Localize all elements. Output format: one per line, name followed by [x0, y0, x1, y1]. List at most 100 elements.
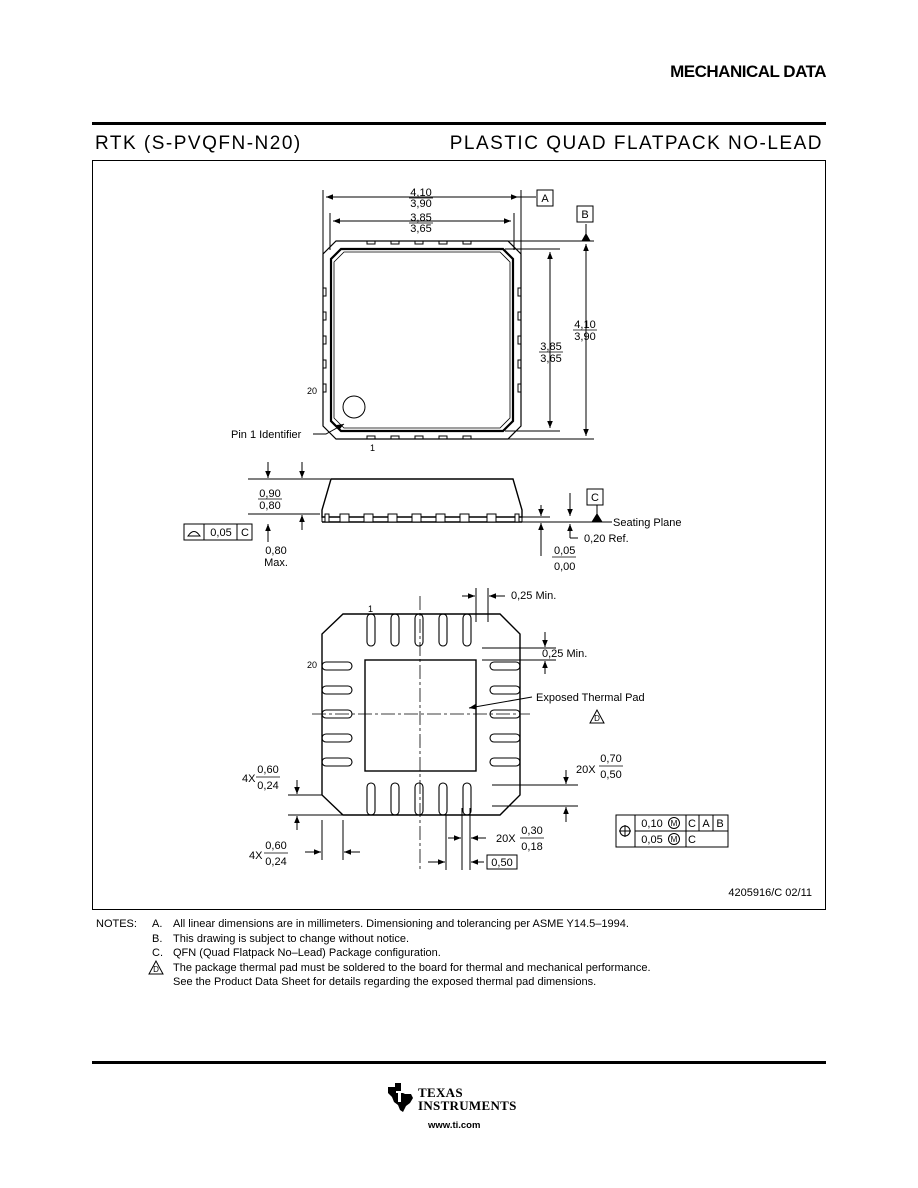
bottom-lead-top: [390, 613, 400, 647]
datum-c-label: C: [591, 492, 599, 504]
side-lead: [411, 513, 422, 523]
width-inner-max: 3,85: [410, 212, 431, 224]
logo-instruments: INSTRUMENTS: [418, 1098, 517, 1113]
logo-texas: TEXAS: [418, 1085, 463, 1100]
bottom-lead-top: [414, 613, 424, 647]
corner-v-min: 0,24: [257, 780, 278, 792]
package-description: PLASTIC QUAD FLATPACK NO-LEAD: [449, 133, 823, 154]
section-title: MECHANICAL DATA: [670, 62, 826, 81]
note-a-key: A.: [152, 918, 163, 930]
bottom-pin1-label: 1: [368, 604, 373, 614]
ti-logo: TEXAS INSTRUMENTS: [386, 1083, 516, 1118]
note-d-text: The package thermal pad must be soldered…: [173, 961, 651, 974]
right-edge-lead: [517, 383, 522, 393]
side-lead: [435, 513, 446, 523]
exposed-thermal-pad: [364, 659, 477, 772]
bottom-pin20-label: 20: [307, 660, 317, 670]
website-link[interactable]: www.ti.com: [428, 1120, 481, 1131]
side-body: [321, 478, 523, 518]
datum-a-label: A: [541, 193, 549, 205]
lead-length-max: 0,70: [600, 753, 621, 765]
right-edge-lead: [517, 335, 522, 345]
bottom-lead-right: [489, 733, 521, 743]
standoff-max: 0,05: [554, 545, 575, 557]
flatness-value: 0,05: [210, 527, 231, 539]
datum-a-box: [536, 189, 554, 207]
datum-c-box: [586, 488, 604, 506]
note-b-key: B.: [152, 932, 163, 945]
flatness-frame: [183, 523, 253, 541]
width-outer-min: 3,90: [410, 198, 431, 210]
flatness-datum: C: [241, 527, 249, 539]
seating-plane-label: Seating Plane: [613, 517, 682, 529]
right-edge-lead: [517, 311, 522, 321]
pos-tol-row2-value: 0,05: [641, 834, 662, 846]
right-edge-lead: [517, 359, 522, 369]
max-height-label: Max.: [264, 557, 288, 569]
lead-length-prefix: 20X: [576, 764, 596, 776]
left-edge-lead: [322, 383, 327, 393]
corner-v-max: 0,60: [257, 764, 278, 776]
pos-tol-row1-datum-c: C: [688, 818, 696, 830]
corner-h-min: 0,24: [265, 856, 286, 868]
pos-tol-row1-mmc: M: [671, 819, 678, 828]
bottom-lead-right: [489, 757, 521, 767]
height-outer-max: 4,10: [574, 319, 595, 331]
drawing-frame: [92, 160, 826, 910]
ref-thickness-label: 0,20 Ref.: [584, 533, 629, 545]
min-gap-side-label: 0,25 Min.: [542, 648, 587, 660]
side-lead: [486, 513, 497, 523]
bottom-lead-right: [489, 661, 521, 671]
notes-label: NOTES:: [96, 918, 137, 930]
pin1-identifier-label: Pin 1 Identifier: [231, 429, 302, 441]
bottom-lead-top: [462, 613, 472, 647]
footer-rule: [92, 1061, 826, 1064]
corner-h-prefix: 4X: [249, 850, 263, 862]
side-lead: [324, 513, 330, 523]
bottom-lead-bottom: [414, 782, 424, 816]
height-inner-min: 3,65: [540, 353, 561, 365]
height-inner-max: 3,85: [540, 341, 561, 353]
lead-width-prefix: 20X: [496, 833, 516, 845]
left-edge-lead: [322, 335, 327, 345]
flatness-symbol: [187, 531, 201, 537]
top-pin20-label: 20: [307, 386, 317, 396]
note-a-text: All linear dimensions are in millimeters…: [173, 918, 629, 930]
header-rule: [92, 122, 826, 125]
thermal-pad-label: Exposed Thermal Pad: [536, 692, 645, 704]
bottom-outline: [321, 613, 521, 816]
bottom-lead-left: [321, 757, 353, 767]
top-edge-lead: [438, 240, 448, 245]
side-lead: [339, 513, 350, 523]
top-edge-lead: [462, 240, 472, 245]
side-lead: [459, 513, 470, 523]
note-d-triangle-notes: [148, 959, 164, 975]
bottom-edge-lead: [414, 435, 424, 440]
pin1-identifier-dot: [342, 395, 366, 419]
pos-tol-row2-mmc: M: [671, 835, 678, 844]
top-inner-outline-2: [333, 251, 511, 429]
bottom-lead-bottom: [462, 782, 472, 816]
datum-b-label: B: [581, 209, 588, 221]
right-edge-lead: [517, 287, 522, 297]
notes-d-key: D: [153, 965, 159, 974]
max-height-value: 0,80: [265, 545, 286, 557]
note-d-triangle: [589, 708, 605, 724]
bottom-edge-lead: [462, 435, 472, 440]
top-pin1-label: 1: [370, 443, 375, 453]
note-c-key: C.: [152, 947, 163, 959]
bottom-lead-bottom: [390, 782, 400, 816]
bottom-edge-lead: [366, 435, 376, 440]
left-edge-lead: [322, 359, 327, 369]
lead-length-min: 0,50: [600, 769, 621, 781]
top-inner-outline: [329, 247, 515, 433]
height-min: 0,80: [259, 500, 280, 512]
corner-v-prefix: 4X: [242, 773, 256, 785]
pos-tol-row1-datum-b: B: [716, 818, 723, 830]
bottom-edge-lead: [390, 435, 400, 440]
height-max: 0,90: [259, 488, 280, 500]
bottom-view: [288, 588, 729, 870]
width-inner-min: 3,65: [410, 223, 431, 235]
side-lead: [363, 513, 374, 523]
